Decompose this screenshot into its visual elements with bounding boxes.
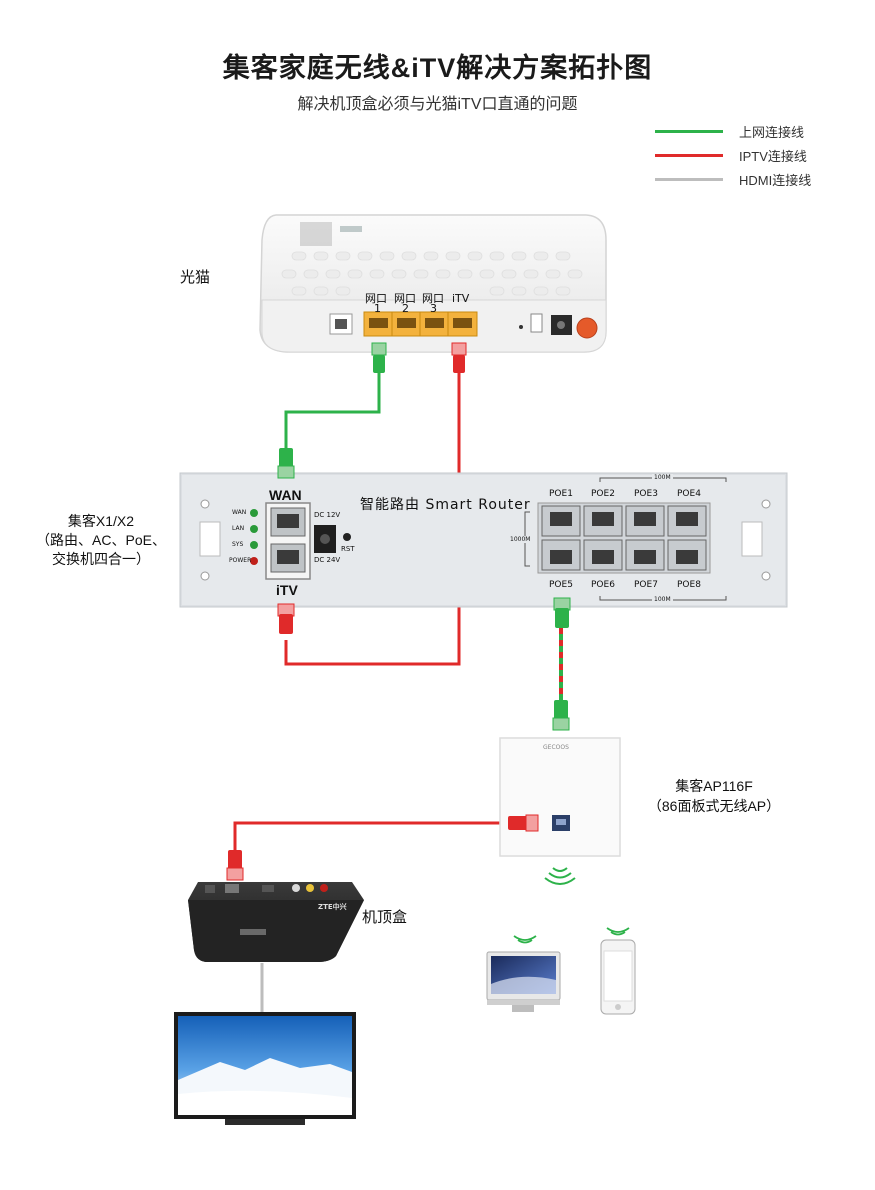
router-poe4-label: POE4 bbox=[677, 489, 701, 499]
onu-vent-grid bbox=[281, 251, 583, 296]
router-label-line-1: 集客X1/X2 bbox=[67, 513, 135, 529]
phone-icon bbox=[600, 927, 636, 1015]
router-led-sys: SYS bbox=[232, 541, 244, 548]
onu-port-1-name: 网口 bbox=[365, 292, 387, 305]
onu-label: 光猫 bbox=[180, 269, 211, 286]
router-poe8-label: POE8 bbox=[677, 580, 701, 590]
router-wan-label: WAN bbox=[269, 487, 302, 503]
router-label-line-3: 交换机四合一） bbox=[52, 551, 150, 567]
onu-lan-ports bbox=[363, 311, 478, 337]
router-dc-label: DC 12V bbox=[314, 511, 341, 519]
legend-label: 上网连接线 bbox=[739, 125, 805, 140]
router-itv-label: iTV bbox=[276, 582, 298, 598]
router-poe7-label: POE7 bbox=[634, 580, 658, 590]
onu-power-button-icon bbox=[576, 317, 598, 339]
onu-port-2-num: 2 bbox=[402, 302, 409, 315]
tv-device bbox=[174, 1012, 356, 1125]
legend-item-iptv: IPTV连接线 bbox=[655, 146, 855, 164]
ap-stb-plug-red bbox=[508, 814, 539, 832]
router-panel-title: 智能路由 Smart Router bbox=[360, 497, 531, 513]
onu-port-1-num: 1 bbox=[374, 302, 381, 315]
router-poe2-label: POE2 bbox=[591, 489, 615, 499]
onu-port-3-name: 网口 bbox=[422, 292, 444, 305]
stb-brand: ZTE中兴 bbox=[318, 903, 347, 911]
router-poe5-label: POE5 bbox=[549, 580, 573, 590]
legend-label: HDMI连接线 bbox=[739, 173, 812, 188]
router-speed-bottom: 100M bbox=[652, 596, 673, 603]
page-title: 集客家庭无线&iTV解决方案拓扑图 bbox=[222, 53, 653, 83]
stb-label: 机顶盒 bbox=[362, 909, 408, 926]
legend-line-red bbox=[655, 154, 723, 157]
router-rst-label: RST bbox=[341, 545, 355, 553]
router-poe3-label: POE3 bbox=[634, 489, 658, 499]
router-led-wan: WAN bbox=[232, 509, 247, 516]
onu-rj45-plug-green bbox=[371, 342, 387, 373]
onu-port-itv-name: iTV bbox=[452, 292, 470, 305]
onu-device bbox=[259, 214, 607, 373]
ap-label-line-1: 集客AP116F bbox=[675, 778, 753, 794]
onu-port-3-num: 3 bbox=[430, 302, 437, 315]
router-speed-top: 100M bbox=[652, 474, 673, 481]
legend-item-internet: 上网连接线 bbox=[655, 122, 855, 140]
router-wan-plug-green bbox=[277, 448, 295, 479]
cable-onu-to-wan bbox=[284, 372, 381, 452]
onu-port-2-name: 网口 bbox=[394, 292, 416, 305]
ap-wifi-icon bbox=[544, 867, 576, 885]
router-led-lan: LAN bbox=[232, 525, 245, 532]
legend-line-gray bbox=[655, 178, 723, 181]
router-poe5-plug-green bbox=[553, 597, 571, 628]
router-itv-plug-red bbox=[277, 603, 295, 634]
router-device bbox=[179, 448, 788, 634]
legend-item-hdmi: HDMI连接线 bbox=[655, 170, 855, 188]
router-dc-label-2: DC 24V bbox=[314, 556, 341, 564]
router-poe1-label: POE1 bbox=[549, 489, 573, 499]
router-poe6-label: POE6 bbox=[591, 580, 615, 590]
legend-label: IPTV连接线 bbox=[739, 149, 807, 164]
ap-brand: GECOOS bbox=[543, 744, 569, 751]
router-label-line-2: （路由、AC、PoE、 bbox=[36, 532, 166, 548]
page-subtitle: 解决机顶盒必须与光猫iTV口直通的问题 bbox=[297, 96, 578, 113]
onu-rj45-plug-red bbox=[451, 342, 467, 373]
legend-line-green bbox=[655, 130, 723, 133]
router-led-power: POWER bbox=[229, 557, 252, 564]
stb-rj45-plug-red bbox=[226, 850, 244, 881]
laptop-icon bbox=[486, 935, 561, 1012]
onu-qr-icon bbox=[300, 222, 332, 246]
ap-rj45-plug-green bbox=[552, 700, 570, 731]
ap-device bbox=[499, 700, 621, 885]
stb-device bbox=[188, 850, 364, 962]
cable-ap-to-stb bbox=[233, 821, 510, 850]
ap-label-line-2: （86面板式无线AP） bbox=[647, 798, 781, 814]
router-speed-side: 1000M bbox=[510, 536, 531, 543]
